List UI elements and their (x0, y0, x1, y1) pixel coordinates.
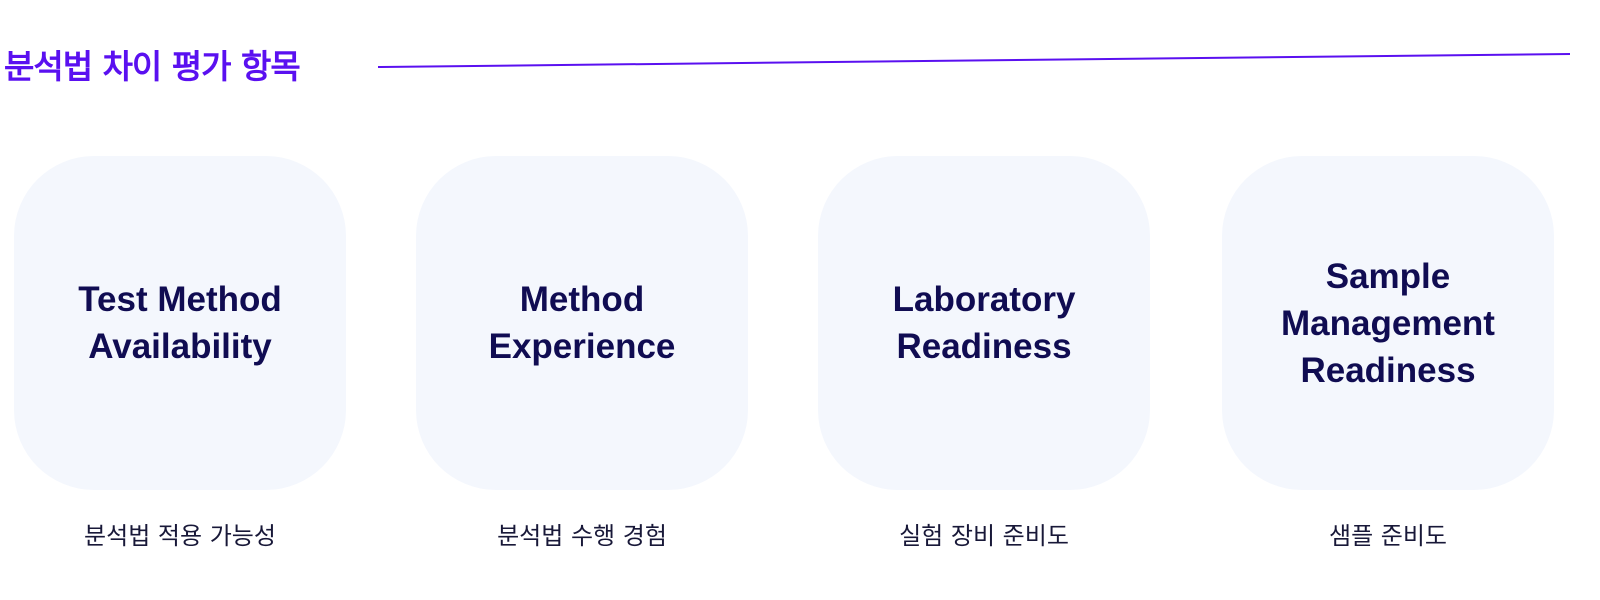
card-laboratory-readiness: Laboratory Readiness (818, 156, 1150, 490)
card-subtitle: 샘플 준비도 (1328, 522, 1448, 550)
card-subtitle: 분석법 수행 경험 (497, 522, 667, 550)
card-subtitle: 실험 장비 준비도 (899, 522, 1069, 550)
heading-divider-line (377, 53, 1571, 68)
card-title: Test Method Availability (78, 280, 282, 366)
card-title: Laboratory Readiness (892, 280, 1076, 366)
section-heading: 분석법 차이 평가 항목 (4, 47, 301, 86)
card-title: Method Experience (488, 280, 676, 366)
card-method-experience: Method Experience (416, 156, 748, 490)
card-title: Sample Management Readiness (1281, 256, 1495, 390)
card-test-method-availability: Test Method Availability (14, 156, 346, 490)
card-sample-management-readiness: Sample Management Readiness (1222, 156, 1554, 490)
card-subtitle: 분석법 적용 가능성 (84, 522, 276, 550)
